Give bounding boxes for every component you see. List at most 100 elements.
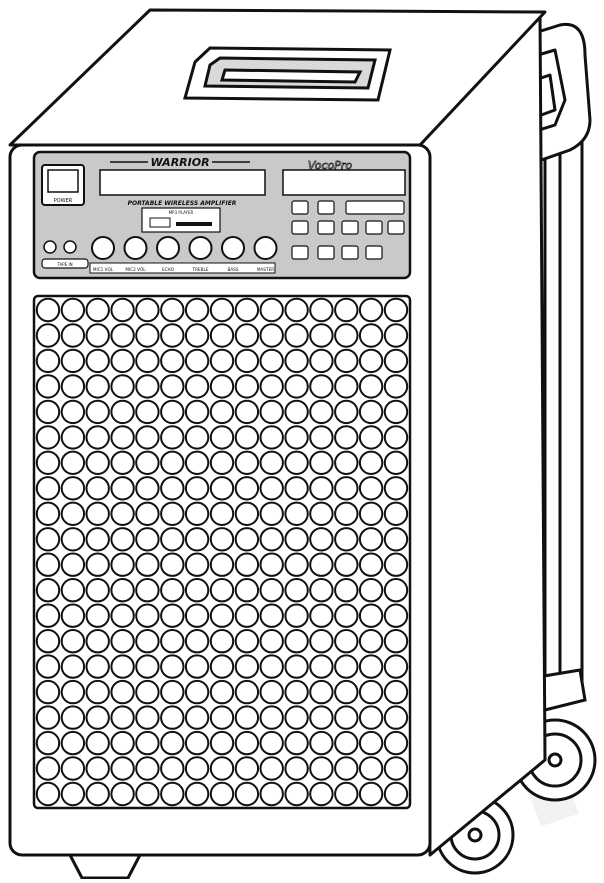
grille-hole (110, 654, 135, 679)
grille-hole (160, 374, 185, 399)
grille-hole (135, 781, 160, 807)
grille-hole (209, 654, 235, 679)
grille-hole (60, 476, 86, 501)
grille-hole (135, 527, 160, 552)
player-buttons[interactable] (291, 200, 405, 260)
grille-hole (160, 705, 185, 730)
grille-hole (309, 348, 334, 374)
grille-hole (334, 374, 359, 399)
grille-hole (309, 629, 334, 654)
grille-hole (358, 527, 384, 552)
grille-hole (35, 603, 61, 628)
grille-hole (334, 578, 359, 603)
grille-hole (184, 756, 210, 781)
knob-5[interactable] (253, 236, 278, 260)
grille-hole (334, 501, 359, 526)
grille-hole (259, 297, 284, 323)
grille-hole (135, 705, 160, 730)
knob-label-4: BASS (227, 267, 238, 272)
grille-hole (334, 425, 359, 450)
grille-hole (309, 501, 334, 526)
grille-hole (85, 781, 110, 807)
knob-1[interactable] (123, 236, 148, 260)
grille-hole (209, 425, 235, 450)
grille-hole (35, 756, 61, 781)
grille-hole (383, 629, 409, 654)
grille-hole (110, 781, 135, 807)
grille-hole (135, 756, 160, 781)
grille-hole (135, 654, 160, 679)
grille-hole (60, 450, 86, 475)
knob-0[interactable] (91, 236, 115, 260)
grille-hole (334, 348, 359, 374)
mic-jacks[interactable] (43, 240, 77, 254)
grille-hole (135, 348, 160, 374)
grille-hole (383, 654, 409, 679)
grille-hole (383, 501, 409, 526)
grille-hole (184, 730, 210, 756)
grille-hole (60, 578, 86, 603)
grille-hole (259, 552, 284, 577)
grille-hole (209, 450, 235, 475)
grille-hole (234, 374, 260, 399)
grille-hole (60, 527, 86, 552)
grille-hole (358, 654, 384, 679)
grille-hole (259, 501, 284, 526)
cabinet-side (418, 13, 547, 857)
grille-hole (184, 679, 210, 705)
grille-hole (259, 348, 284, 374)
grille-hole (358, 679, 384, 705)
grille-hole (334, 297, 359, 323)
grille-hole (110, 527, 135, 552)
grille-hole (60, 756, 86, 781)
grille-hole (35, 323, 61, 348)
grille-hole (284, 450, 309, 475)
top-carry-handle[interactable] (183, 46, 392, 102)
grille-hole (160, 501, 185, 526)
grille-hole (35, 450, 61, 475)
grille-hole (35, 781, 61, 807)
grille-hole (60, 399, 86, 425)
grille-hole (284, 527, 309, 552)
grille-hole (160, 756, 185, 781)
tape-input-slot[interactable] (41, 258, 89, 269)
grille-hole (383, 399, 409, 425)
grille-hole (85, 297, 110, 323)
grille-hole (234, 476, 260, 501)
grille-hole (35, 552, 61, 577)
grille-hole (135, 603, 160, 628)
grille-hole (309, 450, 334, 475)
grille-hole (85, 552, 110, 577)
grille-hole (85, 399, 110, 425)
usb-player-label: MP3 PLAYER (169, 210, 194, 215)
grille-hole (135, 629, 160, 654)
grille-hole (85, 705, 110, 730)
grille-hole (110, 425, 135, 450)
grille-hole (259, 781, 284, 807)
grille-hole (358, 730, 384, 756)
grille-hole (309, 323, 334, 348)
grille-hole (284, 705, 309, 730)
knob-4[interactable] (221, 236, 245, 260)
grille-hole (334, 603, 359, 628)
grille-hole (383, 578, 409, 603)
grille-hole (284, 323, 309, 348)
grille-hole (160, 654, 185, 679)
grille-hole (184, 552, 210, 577)
knob-3[interactable] (188, 236, 213, 260)
knob-2[interactable] (156, 236, 180, 260)
grille-hole (35, 501, 61, 526)
grille-hole (160, 425, 185, 450)
knob-label-3: TREBLE (192, 267, 209, 272)
grille-hole (284, 603, 309, 628)
grille-hole (135, 425, 160, 450)
grille-hole (35, 578, 61, 603)
grille-hole (234, 756, 260, 781)
knob-label-0: MIC1 VOL (93, 267, 114, 272)
grille-hole (160, 348, 185, 374)
grille-hole (135, 730, 160, 756)
grille-hole (184, 603, 210, 628)
grille-hole (309, 781, 334, 807)
